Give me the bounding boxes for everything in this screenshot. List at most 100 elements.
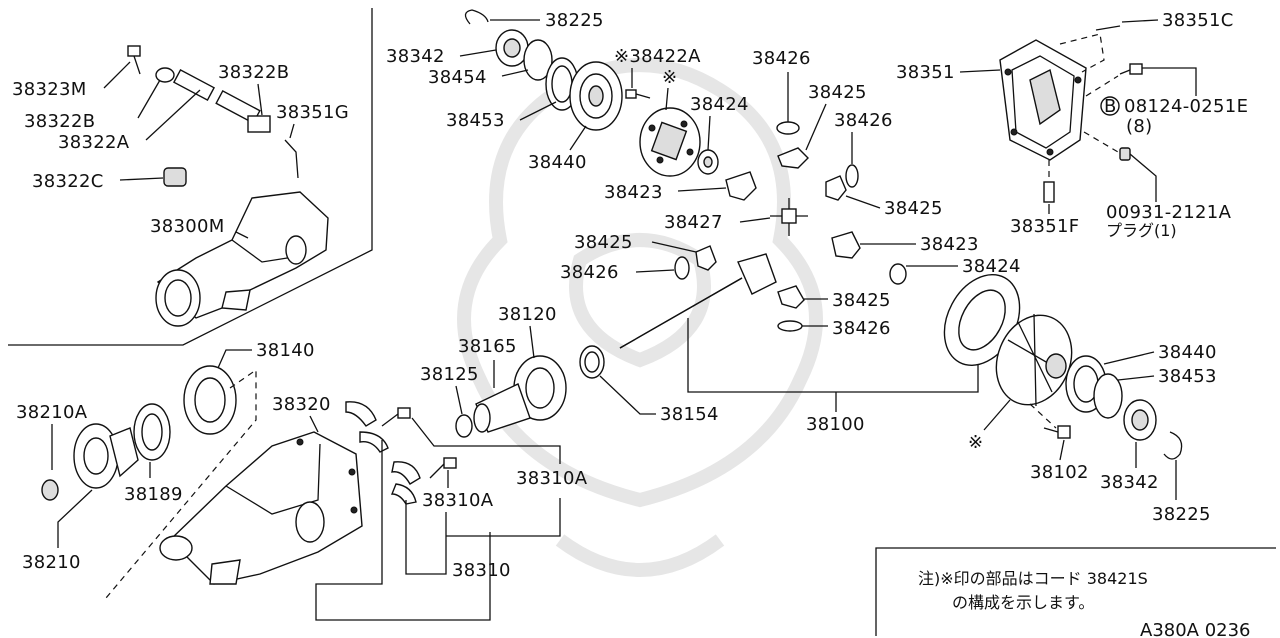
label-38424-b: 38424 — [962, 256, 1021, 277]
pinion-bearing-section: 38120 38165 38125 38154 — [420, 304, 719, 438]
stud-38351C-part — [1095, 25, 1121, 31]
label-38425-b: 38425 — [884, 198, 943, 219]
pinion-38425-b-part — [825, 175, 847, 201]
label-38300M: 38300M — [150, 216, 225, 237]
washer-38454-part — [523, 39, 553, 81]
breather-38351G-part — [284, 139, 299, 179]
plug-00931-part — [1119, 147, 1131, 161]
label-38320: 38320 — [272, 394, 331, 415]
bearing-38440-part — [569, 61, 623, 131]
diff-housing-38300M-part — [155, 191, 329, 327]
label-plug-code: 00931-2121A — [1106, 202, 1232, 223]
label-38440-top: 38440 — [528, 152, 587, 173]
bolt-38422A-part — [625, 89, 651, 99]
star-mark-top: ※ — [662, 67, 677, 88]
label-plug-name: プラグ(1) — [1106, 221, 1177, 240]
tube-38322A-part — [172, 68, 261, 124]
washer-38426-d-part — [777, 320, 803, 332]
snap-ring-38225-b-part — [1163, 431, 1183, 460]
bolt-circle-marker — [1100, 96, 1120, 116]
spacer-38165-part — [473, 383, 531, 433]
label-38125: 38125 — [420, 364, 479, 385]
label-38425-c: 38425 — [574, 232, 633, 253]
note-line-2: の構成を示します。 — [952, 593, 1094, 612]
label-38102: 38102 — [1030, 462, 1089, 483]
label-38426-d: 38426 — [832, 318, 891, 339]
thrust-washer-38424-b-part — [889, 263, 907, 285]
drive-pinion-38100-part — [619, 253, 777, 349]
diff-case-assembly-part — [995, 313, 1073, 407]
label-38322C: 38322C — [32, 171, 104, 192]
label-38189: 38189 — [124, 484, 183, 505]
bearing-38140-part — [183, 365, 237, 435]
bolt-circle-letter: B — [1104, 96, 1117, 117]
label-38322A: 38322A — [58, 132, 130, 153]
bolt-38102-part — [1043, 425, 1071, 439]
snap-ring-38225-part — [464, 9, 489, 25]
label-38100: 38100 — [806, 414, 865, 435]
washer-38426-b-part — [845, 164, 859, 188]
spacer-38453-b-part — [1093, 373, 1123, 419]
label-38351G: 38351G — [276, 102, 349, 123]
label-38425-a: 38425 — [808, 82, 867, 103]
label-38310: 38310 — [452, 560, 511, 581]
ring-gear-part — [943, 274, 1021, 366]
label-38310A-left: 38310A — [422, 490, 494, 511]
label-38426-a: 38426 — [752, 48, 811, 69]
label-38154: 38154 — [660, 404, 719, 425]
washer-38426-c-part — [674, 256, 690, 280]
leader-38323M — [103, 61, 131, 89]
label-38225-b: 38225 — [1152, 504, 1211, 525]
label-38342-b: 38342 — [1100, 472, 1159, 493]
label-38210A: 38210A — [16, 402, 88, 423]
pinion-38425-c-part — [695, 245, 717, 271]
pinion-ring-section: 38100 ※ 38440 38453 38342 38225 — [619, 253, 1217, 525]
label-38453-b: 38453 — [1158, 366, 1217, 387]
label-38453-top: 38453 — [446, 110, 505, 131]
note-box: 注)※印の部品はコード 38421S の構成を示します。 — [875, 547, 1276, 636]
leader-38322B-right — [257, 83, 263, 116]
label-38120: 38120 — [498, 304, 557, 325]
pinion-shaft-38427-part — [770, 198, 808, 236]
watermark-emblem — [457, 58, 823, 577]
label-38427: 38427 — [664, 212, 723, 233]
label-38210: 38210 — [22, 552, 81, 573]
label-38426-c: 38426 — [560, 262, 619, 283]
bolt-38323M-part — [127, 45, 141, 75]
label-38225-top: 38225 — [545, 10, 604, 31]
diff-case-38423-part — [639, 107, 701, 177]
bracket-38322B-part — [247, 115, 271, 133]
label-38351: 38351 — [896, 62, 955, 83]
clip-38322C-part — [163, 167, 187, 187]
side-gear-38423-part — [725, 171, 757, 201]
label-38310A-right: 38310A — [516, 468, 588, 489]
leader-38322A — [145, 89, 201, 141]
label-38323M: 38323M — [12, 79, 87, 100]
star-mark-bottom: ※ — [968, 432, 983, 453]
flange-38210A-part — [73, 423, 139, 489]
pinion-38425-a-part — [777, 147, 809, 169]
label-38165: 38165 — [458, 336, 517, 357]
label-38454: 38454 — [428, 67, 487, 88]
note-line-1: 注)※印の部品はコード 38421S — [918, 569, 1148, 588]
diagram-code: A380A 0236 — [1140, 620, 1251, 638]
label-38423-a: 38423 — [604, 182, 663, 203]
label-38440-b: 38440 — [1158, 342, 1217, 363]
bushing-38322B-part — [155, 67, 175, 83]
washer-38426-a-part — [776, 121, 800, 135]
carrier-section: 38140 38189 38210A 38210 38320 — [16, 340, 588, 621]
label-38322B-right: 38322B — [218, 62, 289, 83]
side-gear-38423-b-part — [831, 231, 861, 259]
label-38342-top: 38342 — [386, 46, 445, 67]
leader-38322B-left — [137, 79, 161, 119]
label-38426-b: 38426 — [834, 110, 893, 131]
carrier-38320-part — [159, 431, 363, 585]
pinion-38425-d-part — [777, 285, 805, 309]
washer-38125-part — [455, 414, 473, 438]
bearing-cap-part — [345, 401, 421, 505]
label-38424-a: 38424 — [690, 94, 749, 115]
label-38425-d: 38425 — [832, 290, 891, 311]
bolt-38310A-part — [381, 407, 457, 479]
label-bolt-code: 08124-0251E — [1124, 96, 1248, 117]
